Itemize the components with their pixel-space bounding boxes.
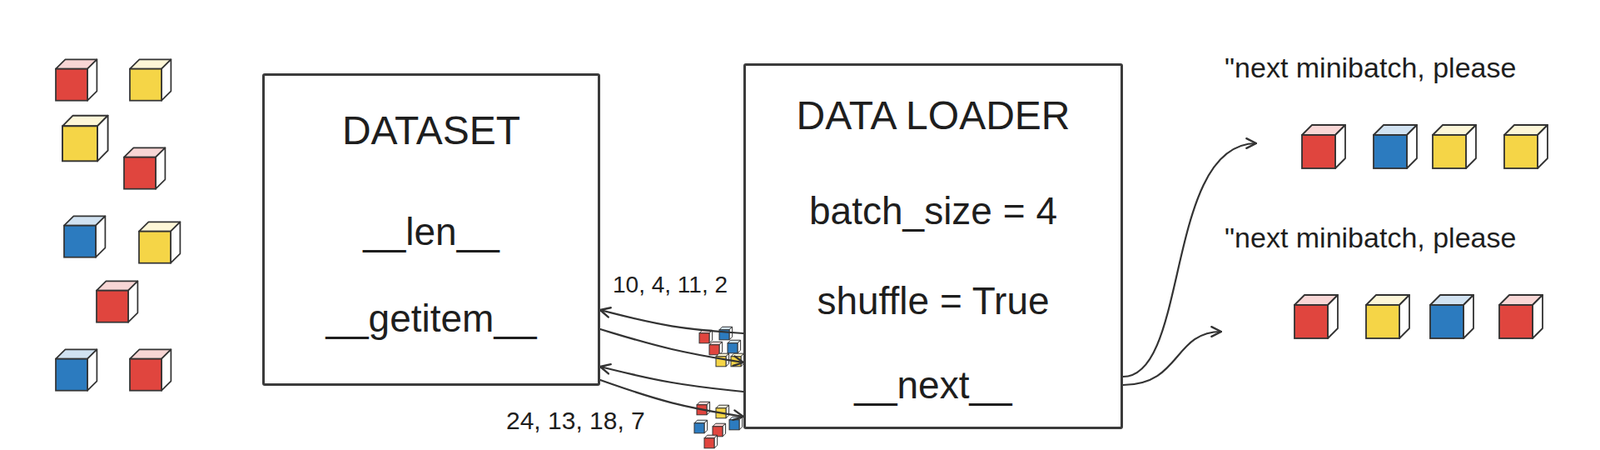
sample-cube (1373, 124, 1417, 169)
cube-front (1373, 134, 1407, 169)
cube-front (729, 419, 740, 430)
cube-front (699, 332, 710, 343)
cube-side (1465, 124, 1476, 169)
cube-front (64, 225, 96, 258)
cube-front (129, 358, 162, 391)
parameter-text: shuffle = True (816, 278, 1049, 324)
method-name: __next__ (854, 362, 1012, 408)
cube-side (97, 115, 109, 162)
sample-cube (1366, 294, 1410, 338)
cube-side (719, 341, 723, 355)
index-list: 10, 4, 11, 2 (610, 271, 731, 299)
sample-cube (694, 419, 708, 433)
sample-cube (712, 422, 726, 437)
cube-side (737, 339, 741, 353)
minibatch (1301, 124, 1548, 169)
sample-cube (1430, 294, 1474, 338)
output-arrow (1122, 331, 1222, 385)
cube-side (161, 348, 171, 390)
cube-side (87, 348, 97, 390)
method-name: __len__ (362, 208, 500, 255)
cube-front (139, 231, 171, 264)
cube-side (128, 280, 138, 322)
cube-side (722, 422, 726, 437)
sample-cube (62, 115, 109, 162)
parameter-text: batch_size = 4 (809, 188, 1058, 234)
cube-side (1327, 294, 1338, 338)
cube-side (709, 329, 713, 343)
sample-cube (699, 329, 713, 343)
cube-front (55, 358, 88, 391)
cube-front (96, 290, 129, 323)
sample-cube (729, 416, 743, 430)
cube-side (1537, 124, 1548, 169)
sample-cube (55, 59, 97, 100)
output-arrow (1122, 143, 1257, 377)
sample-cube (124, 147, 165, 189)
cube-front (1294, 304, 1328, 338)
sample-cube (1432, 124, 1476, 169)
cube-front (1366, 304, 1400, 338)
cube-front (704, 437, 715, 448)
sample-cube (96, 280, 138, 322)
speech-label: "next minibatch, please (1222, 51, 1519, 85)
cube-side (161, 59, 171, 100)
sample-pool (55, 59, 180, 390)
cube-side (725, 404, 730, 418)
sample-cube (727, 339, 741, 353)
cube-side (170, 221, 180, 263)
box-title: DATASET (342, 106, 521, 155)
cube-side (714, 434, 718, 448)
sample-cube (704, 434, 718, 448)
cube-front (1432, 134, 1466, 169)
sample-cube (129, 59, 171, 100)
cube-side (87, 59, 97, 100)
index-list: 24, 13, 18, 7 (503, 406, 648, 436)
cube-front (129, 69, 162, 101)
sample-cube (1499, 294, 1543, 338)
speech-label: "next minibatch, please (1222, 221, 1519, 254)
sample-cube (55, 348, 97, 390)
flow-arrow (600, 328, 744, 363)
cube-side (704, 419, 708, 433)
dataset-box: DATASET __len__ __getitem__ (262, 73, 601, 386)
sample-cube (1504, 124, 1548, 169)
box-title: DATA LOADER (796, 91, 1071, 140)
cube-front (694, 422, 705, 433)
cube-front (1504, 134, 1538, 169)
method-name: __getitem__ (325, 295, 537, 342)
cube-side (739, 416, 743, 430)
sample-cube (1294, 294, 1338, 338)
cube-front (1301, 134, 1336, 169)
cube-side (706, 401, 711, 415)
cube-front (1430, 304, 1464, 338)
cube-front (727, 342, 738, 353)
cube-side (1335, 124, 1346, 169)
cube-side (1463, 294, 1474, 338)
data-loader-box: DATA LOADER batch_size = 4 shuffle = True _… (743, 63, 1123, 429)
cube-front (1499, 304, 1533, 338)
cube-side (155, 147, 165, 189)
cube-side (95, 215, 105, 257)
sample-cube (1301, 124, 1346, 169)
cube-front (709, 344, 720, 355)
sample-cube (64, 215, 105, 257)
sample-cube (709, 341, 723, 355)
cube-side (1406, 124, 1417, 169)
cube-front (55, 69, 88, 101)
flow-arrow (600, 309, 744, 333)
cube-side (1399, 294, 1410, 338)
cube-front (62, 125, 98, 161)
sample-cube (129, 348, 171, 390)
cube-front (124, 157, 156, 189)
cube-side (1532, 294, 1543, 338)
minibatch (1294, 294, 1543, 338)
sample-cube (139, 221, 180, 263)
